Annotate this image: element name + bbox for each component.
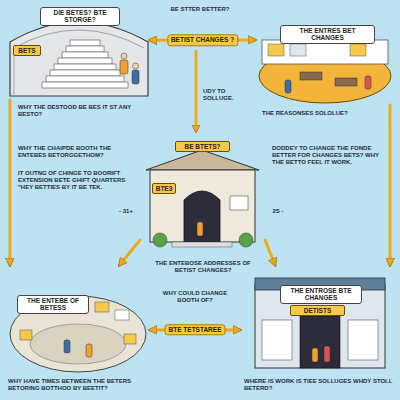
plant	[239, 233, 253, 247]
notice-board	[290, 44, 306, 56]
note-text: WHY COULD CHANGE BOOTH OF?	[155, 290, 235, 304]
note-text: UDY TO SOLLUGE.	[203, 88, 253, 102]
scene-panel: BE BTETS? BTE3	[140, 135, 265, 255]
notice-board	[230, 196, 248, 210]
scene-title: THE ENTROSE BTE CHANGES	[280, 285, 362, 304]
flow-arrow	[265, 240, 275, 265]
person-figure	[132, 70, 139, 84]
flow-arrow	[388, 105, 391, 265]
person-head	[133, 63, 139, 69]
stair-step	[58, 58, 112, 64]
note-text: BE STTER BETTER?	[160, 6, 240, 13]
scene-panel: THE ENTROSE BTE CHANGESDETISTS	[240, 265, 395, 375]
note-text: THE ENTEBOSE ADDRESSES OF BETIST CHANGES…	[148, 260, 258, 274]
person-figure	[312, 348, 318, 362]
notice-board	[350, 44, 366, 56]
person-figure	[365, 76, 371, 89]
scene-panel: THE ENTRES BET CHANGES	[255, 5, 395, 105]
scene-title: DIE BETES? BTE STORGE?	[40, 7, 120, 26]
roof	[146, 150, 259, 170]
stair-step	[62, 52, 108, 58]
note-text: IT OUTNG OF CHINGE TO BOORIFT EXTENSION …	[18, 170, 130, 192]
person-figure	[64, 340, 70, 353]
stair-step	[54, 64, 116, 70]
stair-step	[42, 82, 128, 88]
note-text: - 31+	[115, 208, 137, 215]
arena-wall	[10, 22, 148, 96]
scene-title: THE ENTEBE OF BETESS	[17, 295, 89, 314]
stair-step	[46, 76, 124, 82]
stair-step	[70, 40, 100, 46]
person-figure	[120, 60, 128, 74]
entrance-step	[172, 242, 232, 247]
flow-arrow	[120, 240, 140, 265]
round-hall	[10, 296, 146, 372]
scene-panel: DIE BETES? BTE STORGE? BETS	[5, 5, 150, 100]
person-figure	[324, 346, 330, 362]
shop-window	[348, 320, 378, 360]
wall-sign: BETS	[13, 45, 41, 56]
flow-arrow	[8, 100, 11, 265]
wall-poster	[95, 302, 109, 312]
person-head	[121, 53, 127, 59]
stair-step	[50, 70, 120, 76]
plant	[153, 233, 167, 247]
desk	[335, 78, 357, 86]
scene-panel: THE ENTEBE OF BETESS	[5, 265, 150, 375]
wall-ridge	[14, 30, 144, 96]
note-text: THE REASONSES SOLOLUE?	[262, 110, 380, 117]
note-text: 2S -	[268, 208, 288, 215]
wall-poster	[124, 334, 136, 344]
notice-board	[268, 44, 284, 56]
entrance-sign: BE BTETS?	[175, 141, 230, 152]
wall-poster	[20, 330, 32, 340]
desk	[300, 72, 322, 80]
arched-door	[184, 191, 220, 242]
note-text: DODDEY TO CHANGE THE FONDE BETTER FOR CH…	[272, 145, 382, 167]
note-text: WHY THE CHAIPDE BOOTH THE ENTEBES BETORG…	[18, 145, 130, 159]
person-figure	[197, 222, 203, 236]
arrow-banner: BETIST CHANGES ?	[167, 34, 238, 45]
stair-step	[66, 46, 104, 52]
door-sign: BTE3	[152, 183, 176, 194]
scene-title: THE ENTRES BET CHANGES	[280, 25, 375, 44]
person-figure	[285, 80, 291, 93]
flow-arrow	[195, 50, 198, 131]
shop-door	[300, 316, 340, 368]
note-text: WHY THE DESTOOD BE BES IT ST ANY BESTO?	[18, 104, 148, 118]
wall-poster	[115, 310, 129, 320]
note-text: WHERE IS WORK IS TIEE SOLLUGES WHDY STOL…	[244, 378, 394, 392]
hall-floor	[30, 324, 126, 364]
building-wall	[150, 170, 255, 242]
shop-sign: DETISTS	[290, 305, 345, 316]
note-text: WHY HAVE TIMES BETWEEN THE BETERS BETORI…	[8, 378, 148, 392]
person-figure	[86, 344, 92, 357]
arrow-banner: BTE TETSTAREE	[165, 324, 226, 335]
shop-window	[262, 320, 292, 360]
shop-front	[255, 284, 385, 368]
